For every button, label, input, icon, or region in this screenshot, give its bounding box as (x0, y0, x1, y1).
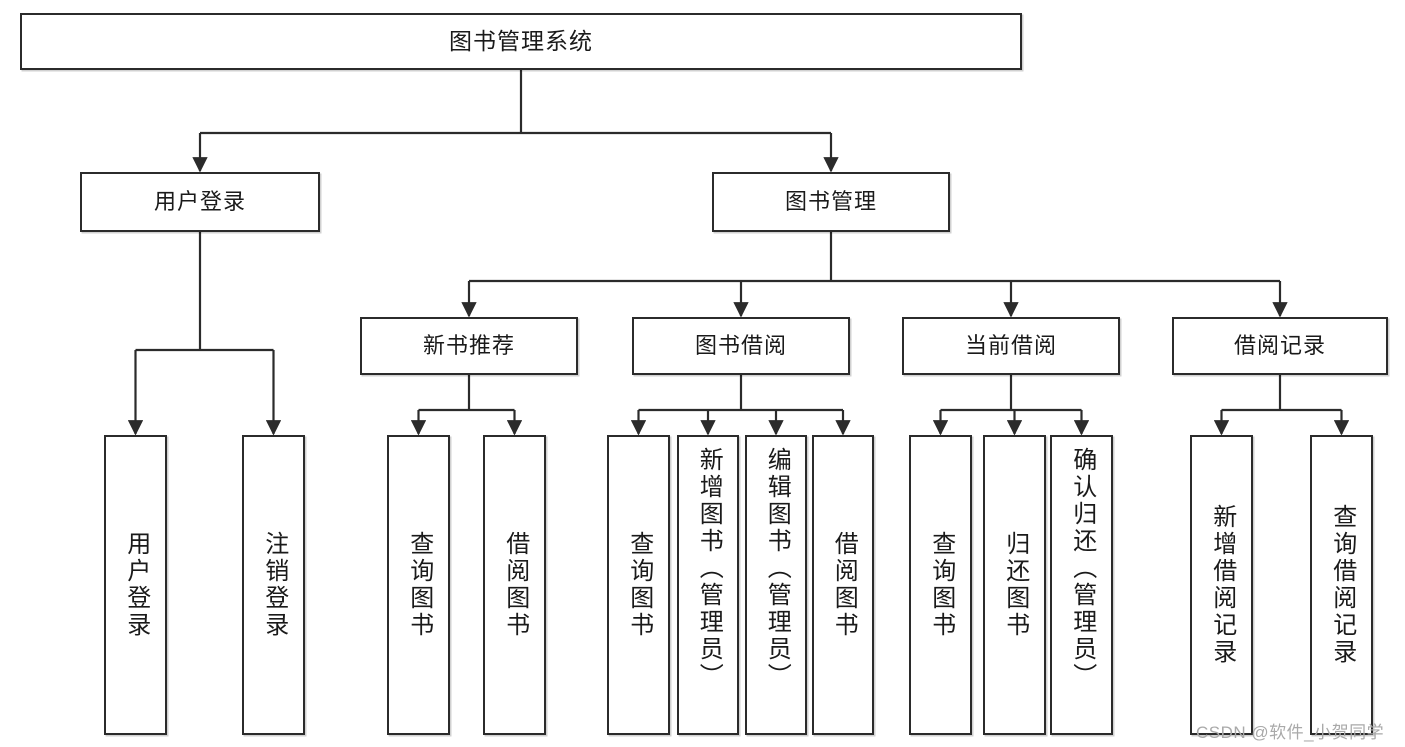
node-borrow-records[interactable]: 借阅记录 (1172, 317, 1388, 375)
node-user-login[interactable]: 用户登录 (80, 172, 320, 232)
leaf-add-borrow-record[interactable]: 新增借阅记录 (1190, 435, 1253, 735)
node-label: 借阅图书 (830, 531, 858, 639)
leaf-add-book-admin[interactable]: 新增图书（管理员） (677, 435, 739, 735)
node-label: 当前借阅 (964, 333, 1057, 359)
leaf-logout[interactable]: 注销登录 (242, 435, 305, 735)
node-book-management[interactable]: 图书管理 (712, 172, 950, 232)
leaf-borrow-books-new[interactable]: 借阅图书 (483, 435, 546, 735)
node-label: 查询图书 (405, 531, 433, 639)
node-label: 查询图书 (625, 531, 653, 639)
node-label: 注销登录 (260, 531, 288, 639)
node-book-borrow[interactable]: 图书借阅 (632, 317, 850, 375)
node-label: 用户登录 (153, 189, 246, 215)
node-current-borrow[interactable]: 当前借阅 (902, 317, 1120, 375)
watermark: CSDN @软件_小贺同学 (1196, 723, 1385, 742)
leaf-borrow-book[interactable]: 借阅图书 (812, 435, 874, 735)
node-label: 编辑图书（管理员） (763, 447, 791, 690)
node-label: 图书管理系统 (449, 27, 593, 54)
leaf-return-book[interactable]: 归还图书 (983, 435, 1046, 735)
leaf-query-books-new[interactable]: 查询图书 (387, 435, 450, 735)
leaf-user-login[interactable]: 用户登录 (104, 435, 167, 735)
node-label: 归还图书 (1001, 531, 1029, 639)
node-label: 新增借阅记录 (1208, 504, 1236, 666)
node-label: 借阅图书 (501, 531, 529, 639)
node-label: 借阅记录 (1233, 333, 1326, 359)
node-label: 用户登录 (122, 531, 150, 639)
leaf-query-books-current[interactable]: 查询图书 (909, 435, 972, 735)
leaf-confirm-return-admin[interactable]: 确认归还（管理员） (1050, 435, 1113, 735)
node-new-book-recommend[interactable]: 新书推荐 (360, 317, 578, 375)
node-label: 查询图书 (927, 531, 955, 639)
node-label: 图书管理 (784, 189, 877, 215)
node-root[interactable]: 图书管理系统 (20, 13, 1022, 70)
leaf-edit-book-admin[interactable]: 编辑图书（管理员） (745, 435, 807, 735)
leaf-query-books-borrow[interactable]: 查询图书 (607, 435, 670, 735)
node-label: 新书推荐 (422, 333, 515, 359)
node-label: 查询借阅记录 (1328, 504, 1356, 666)
node-label: 新增图书（管理员） (695, 447, 723, 690)
leaf-query-borrow-record[interactable]: 查询借阅记录 (1310, 435, 1373, 735)
node-label: 图书借阅 (694, 333, 787, 359)
node-label: 确认归还（管理员） (1068, 447, 1096, 690)
